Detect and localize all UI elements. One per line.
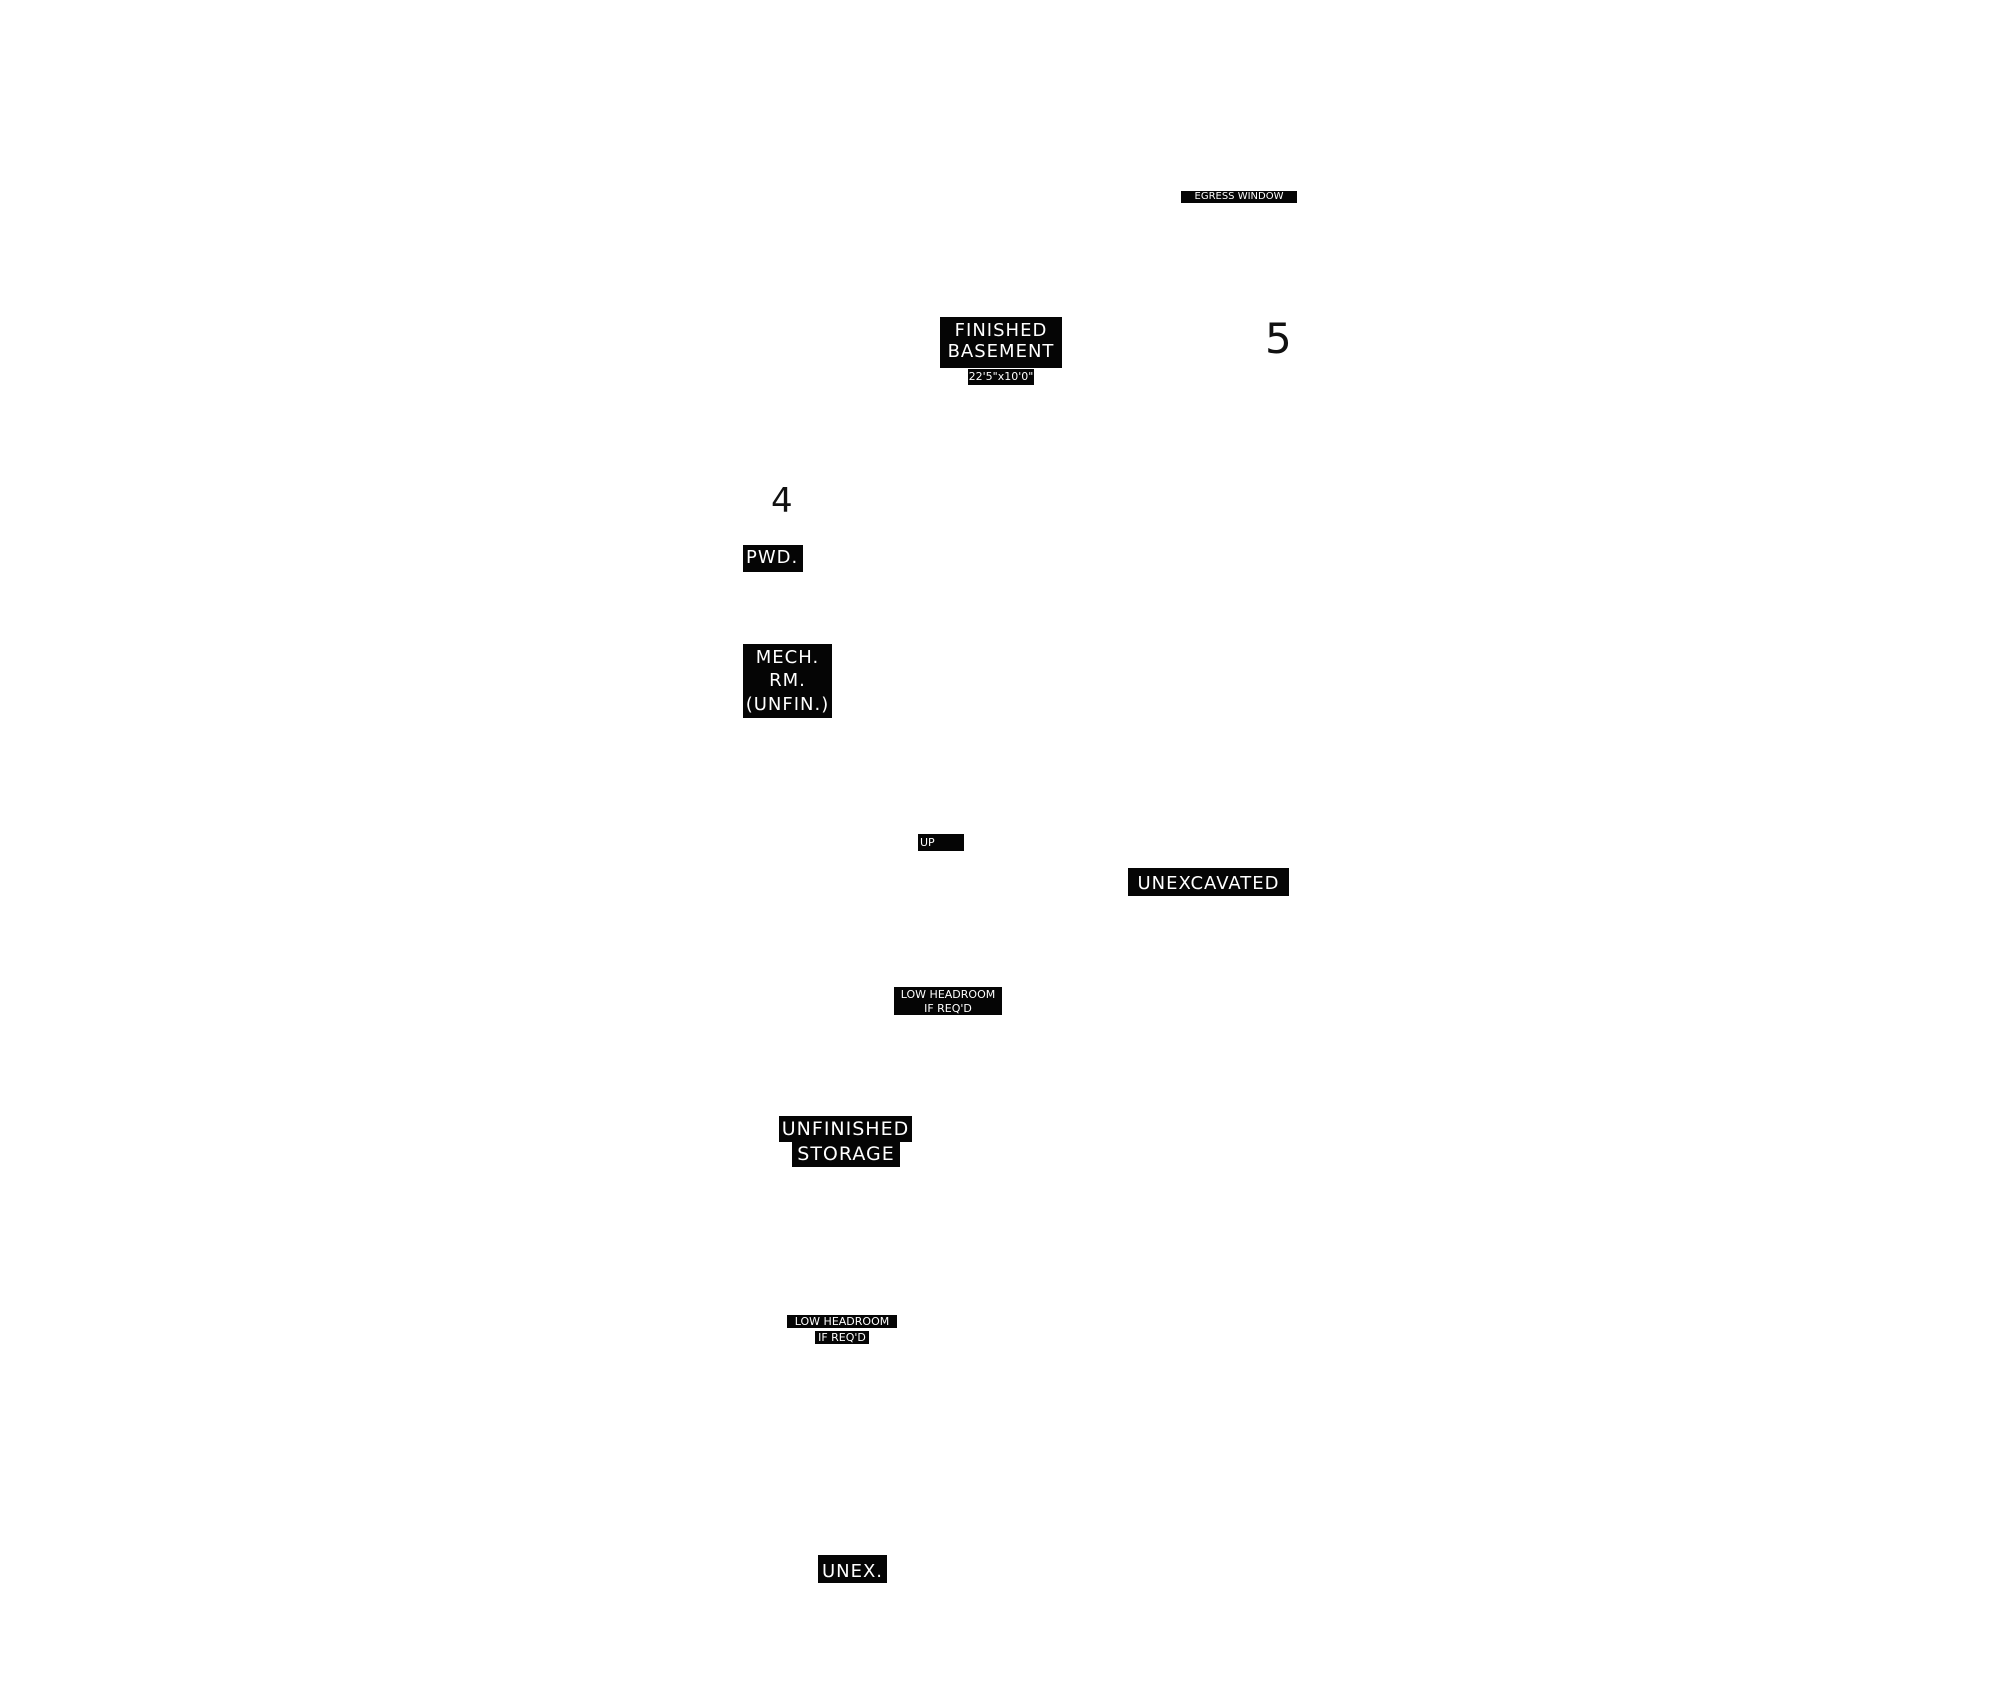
- low-headroom-label-2-line1: LOW HEADROOM: [787, 1315, 897, 1328]
- mech-room-line2: RM.: [769, 670, 806, 692]
- unfinished-storage-line1: UNFINISHED: [781, 1118, 910, 1140]
- unexcavated-text: UNEXCAVATED: [1137, 873, 1280, 894]
- low-headroom-label-1: LOW HEADROOM IF REQ'D: [894, 987, 1002, 1015]
- egress-window-label: EGRESS WINDOW: [1181, 191, 1297, 203]
- unfinished-storage-label-line2: STORAGE: [792, 1142, 900, 1167]
- marker-five: 5: [1265, 314, 1292, 363]
- stairs-up-text: UP: [920, 836, 935, 849]
- low-headroom-2-line1: LOW HEADROOM: [794, 1315, 890, 1328]
- unex-label: UNEX.: [818, 1555, 887, 1583]
- mech-room-label: MECH. RM. (UNFIN.): [743, 644, 832, 718]
- mech-room-line1: MECH.: [755, 647, 820, 668]
- low-headroom-2-line2: IF REQ'D: [818, 1331, 866, 1344]
- low-headroom-1-line2: IF REQ'D: [924, 1002, 972, 1016]
- finished-basement-line1: FINISHED: [954, 320, 1048, 341]
- powder-room-text: PWD.: [746, 547, 799, 568]
- unex-text: UNEX.: [821, 1561, 884, 1582]
- marker-four: 4: [771, 481, 793, 521]
- low-headroom-1-line1: LOW HEADROOM: [900, 988, 996, 1001]
- unfinished-storage-label-line1: UNFINISHED: [779, 1116, 912, 1142]
- finished-basement-dimensions: 22'5"x10'0": [968, 369, 1034, 385]
- stairs-up-label: UP: [918, 834, 964, 851]
- finished-basement-label: FINISHED BASEMENT: [940, 317, 1062, 368]
- unfinished-storage-line2: STORAGE: [797, 1143, 895, 1165]
- finished-basement-line2: BASEMENT: [947, 341, 1055, 363]
- low-headroom-label-2-line2: IF REQ'D: [815, 1331, 869, 1344]
- powder-room-label: PWD.: [743, 545, 803, 572]
- unexcavated-label: UNEXCAVATED: [1128, 868, 1289, 896]
- egress-window-text: EGRESS WINDOW: [1194, 191, 1284, 202]
- finished-basement-dimensions-text: 22'5"x10'0": [968, 370, 1034, 383]
- mech-room-line3: (UNFIN.): [745, 693, 830, 715]
